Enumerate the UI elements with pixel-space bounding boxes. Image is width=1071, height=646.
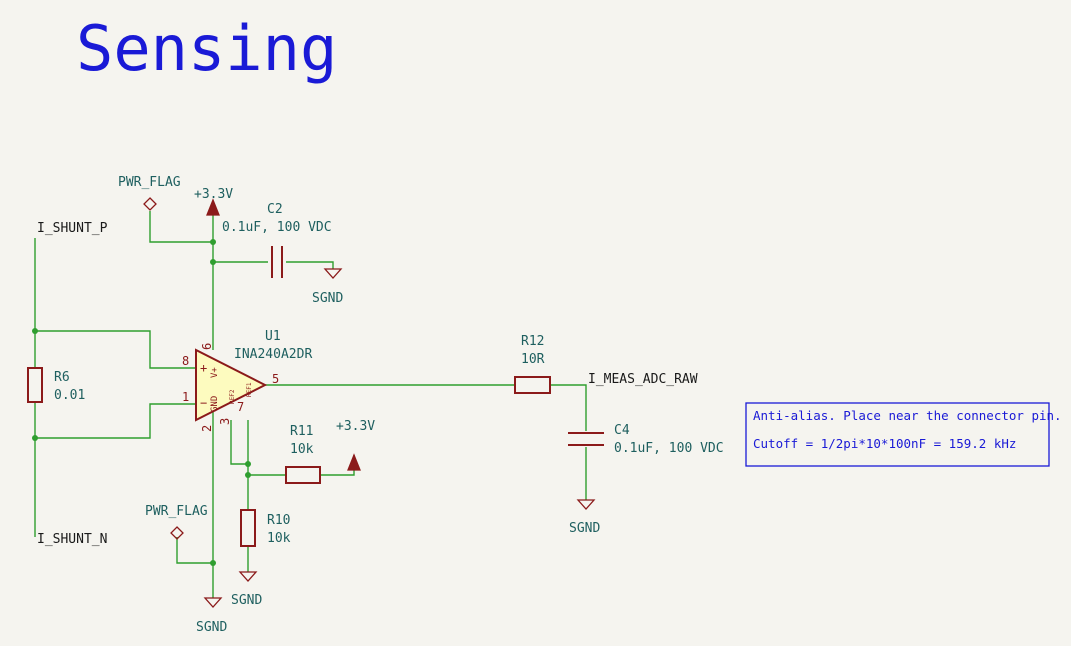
power-3v3-top-label: +3.3V [194,187,233,202]
sgnd-c4[interactable]: SGND [569,499,600,536]
r12-value: 10R [521,352,545,367]
sheet-title: Sensing [76,12,337,85]
power-3v3-r11[interactable]: +3.3V [336,419,375,471]
pwr-flag-diamond-icon [170,526,184,540]
junction-pwrflag-bottom [210,560,216,566]
u1-pin3-number: 3 [218,418,232,425]
r10-ref: R10 [267,513,290,528]
pwr-flag-bottom-label: PWR_FLAG [145,504,208,519]
u1-pin8-number: 8 [182,354,189,368]
net-label-shunt-p[interactable]: I_SHUNT_P [37,221,108,236]
resistor-r11-body [285,466,321,484]
net-label-meas-adc[interactable]: I_MEAS_ADC_RAW [588,372,698,387]
r11-value: 10k [290,442,314,457]
resistor-r12-body [514,376,551,394]
u1-pin7-number: 7 [237,400,244,414]
junctions [32,239,251,566]
u1-ref1-symbol: REF1 [246,382,253,397]
note-line-2: Cutoff = 1/2pi*10*100nF = 159.2 kHz [753,436,1016,451]
wire-u1-pin1 [35,403,196,439]
wires [34,211,587,598]
ground-triangle-icon [323,268,343,279]
power-3v3-r11-label: +3.3V [336,419,375,434]
wire-pwrflag-bottom [176,537,213,564]
note-line-1: Anti-alias. Place near the connector pin… [753,408,1062,423]
wire-r11-right [320,470,355,476]
junction-shunt-n [32,435,38,441]
opamp-u1[interactable]: + − V+ GND REF2 REF1 8 1 6 2 3 7 5 U1 IN… [182,329,312,432]
ground-triangle-icon [238,571,258,582]
c4-ref: C4 [614,423,630,438]
c2-value: 0.1uF, 100 VDC [222,220,332,235]
r10-value: 10k [267,531,291,546]
r12-ref: R12 [521,334,544,349]
r6-value: 0.01 [54,388,85,403]
note-box [745,402,1050,467]
u1-minus-symbol: − [200,396,207,410]
resistor-r10[interactable]: R10 10k [240,509,291,547]
sgnd-c4-label: SGND [569,521,600,536]
r6-ref: R6 [54,370,70,385]
sgnd-c2[interactable]: SGND [312,268,343,306]
c4-value: 0.1uF, 100 VDC [614,441,724,456]
ground-triangle-icon [576,499,596,510]
junction-c2 [210,259,216,265]
anti-alias-note: Anti-alias. Place near the connector pin… [745,402,1062,467]
resistor-r11[interactable]: R11 10k [285,424,321,484]
opamp-u1-body [195,348,268,422]
junction-shunt-p [32,328,38,334]
power-arrow-icon [206,198,220,216]
u1-vplus-symbol: V+ [210,367,220,378]
pwr-flag-bottom[interactable]: PWR_FLAG [145,504,208,540]
r11-ref: R11 [290,424,313,439]
resistor-r10-body [240,509,256,547]
u1-gnd-symbol: GND [210,396,220,412]
wire-pwrflag-top [149,211,213,243]
junction-r11 [245,472,251,478]
junction-pwrflag-top [210,239,216,245]
capacitor-c2[interactable]: C2 0.1uF, 100 VDC [222,202,332,278]
wire-r12-out [550,384,587,431]
wire-c2-right [286,261,334,269]
pwr-flag-top-label: PWR_FLAG [118,175,181,190]
wire-ref2 [230,420,248,465]
sgnd-u1-label: SGND [196,620,227,635]
resistor-r6[interactable]: R6 0.01 [27,367,85,403]
u1-pin1-number: 1 [182,390,189,404]
u1-value: INA240A2DR [234,347,312,362]
resistor-r6-body [27,367,43,403]
net-label-shunt-n[interactable]: I_SHUNT_N [37,532,107,547]
sgnd-r10-label: SGND [231,593,262,608]
sgnd-u1[interactable]: SGND [196,597,227,635]
ground-triangle-icon [203,597,223,608]
resistor-r12[interactable]: R12 10R [514,334,551,394]
capacitor-c4[interactable]: C4 0.1uF, 100 VDC [568,423,724,456]
sgnd-c2-label: SGND [312,291,343,306]
u1-pin6-number: 6 [200,343,214,350]
sgnd-r10[interactable]: SGND [231,571,262,608]
pwr-flag-diamond-icon [143,197,157,211]
power-3v3-top[interactable]: +3.3V [194,187,233,216]
pwr-flag-top[interactable]: PWR_FLAG [118,175,181,211]
u1-pin2-number: 2 [200,425,214,432]
junction-ref [245,461,251,467]
u1-pin5-number: 5 [272,372,279,386]
u1-ref: U1 [265,329,281,344]
wire-u1-pin8 [35,330,196,369]
u1-plus-symbol: + [200,361,207,375]
c2-ref: C2 [267,202,283,217]
u1-ref2-symbol: REF2 [229,389,236,404]
